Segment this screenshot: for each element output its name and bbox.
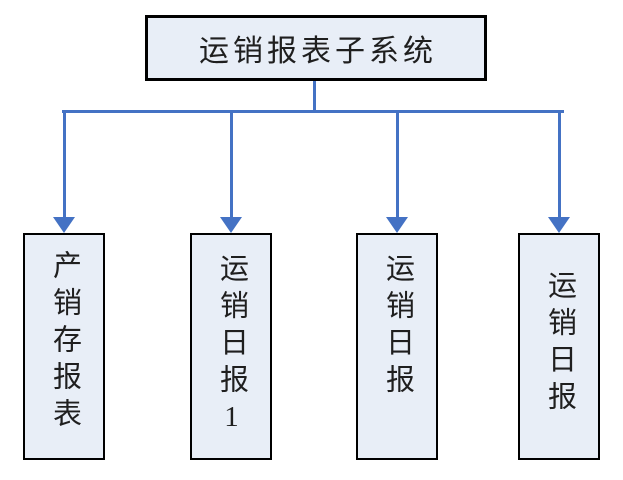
child-node-4-label: 运销日报: [543, 270, 576, 418]
root-node: 运销报表子系统: [145, 15, 487, 81]
connector-vertical-4: [557, 111, 561, 218]
connector-vertical-3: [395, 111, 399, 218]
connector-vertical-2: [229, 111, 233, 218]
connector-arrowhead-3: [386, 217, 408, 233]
child-node-2: 运销日报1: [190, 233, 272, 460]
child-node-3: 运销日报: [356, 233, 438, 460]
child-node-3-label: 运销日报: [381, 253, 414, 401]
connector-arrowhead-2: [220, 217, 242, 233]
root-node-label: 运销报表子系统: [199, 35, 437, 68]
connector-horizontal: [62, 110, 564, 113]
connector-arrowhead-4: [548, 217, 570, 233]
child-node-2-label: 运销日报1: [215, 253, 248, 441]
connector-vertical-1: [62, 111, 66, 218]
child-node-1: 产销存报表: [23, 233, 105, 460]
child-node-4: 运销日报: [518, 233, 600, 460]
connector-arrowhead-1: [53, 217, 75, 233]
child-node-1-label: 产销存报表: [48, 250, 81, 435]
connector-stub: [313, 81, 316, 111]
